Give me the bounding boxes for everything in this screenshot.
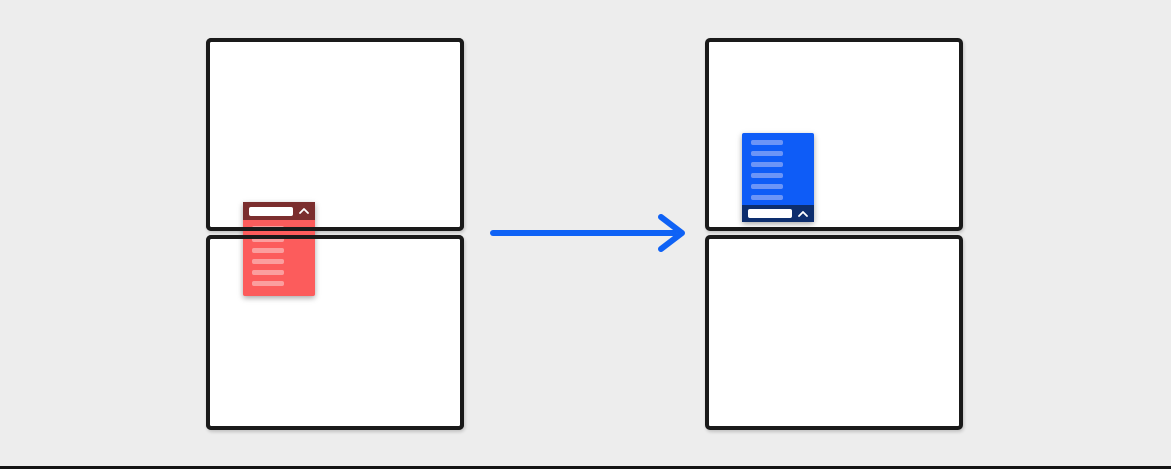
transition-arrow bbox=[490, 211, 686, 255]
combobox-control-bar bbox=[243, 202, 315, 220]
flyout-item-bar bbox=[751, 151, 783, 156]
bottom-rule bbox=[0, 466, 1171, 469]
slide-frame-bottom-after bbox=[705, 235, 963, 430]
flyout-item-bar bbox=[751, 162, 783, 167]
flyout-body bbox=[742, 133, 814, 205]
dropdown-flyout-after bbox=[742, 133, 814, 222]
flyout-item-bar bbox=[252, 248, 284, 253]
flyout-item-bar bbox=[252, 270, 284, 275]
flyout-item-bar bbox=[252, 226, 284, 231]
flyout-item-bar bbox=[751, 140, 783, 145]
flyout-item-bar bbox=[252, 259, 284, 264]
flyout-item-bar bbox=[252, 237, 284, 242]
combobox-input bbox=[249, 206, 293, 216]
arrow-head bbox=[658, 214, 685, 252]
flyout-body bbox=[243, 220, 315, 296]
chevron-up-icon bbox=[299, 208, 309, 214]
flyout-item-bar bbox=[751, 195, 783, 200]
flyout-item-list bbox=[252, 226, 315, 286]
dropdown-flyout-before bbox=[243, 202, 315, 296]
flyout-item-bar bbox=[252, 281, 284, 286]
combobox-control-bar bbox=[742, 205, 814, 222]
flyout-item-bar bbox=[751, 184, 783, 189]
flyout-item-bar bbox=[751, 173, 783, 178]
chevron-up-icon bbox=[798, 210, 808, 217]
flyout-item-list bbox=[751, 140, 814, 200]
combobox-input bbox=[748, 209, 792, 218]
